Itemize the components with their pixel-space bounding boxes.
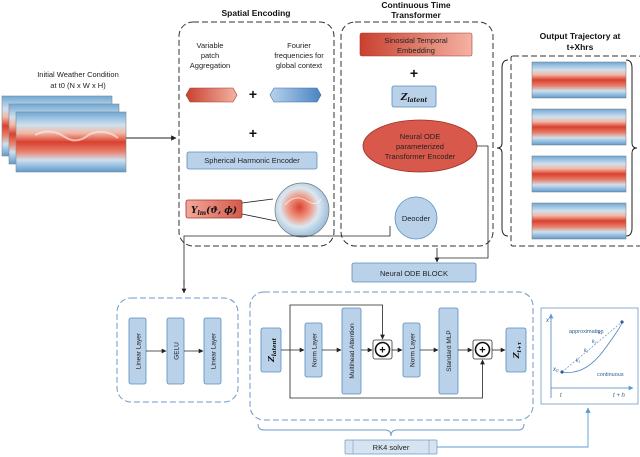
inset-k3: k₃ <box>592 339 597 345</box>
plus-icon-1: + <box>249 86 257 102</box>
linear-layer-2 <box>203 317 222 385</box>
ode-encoder-connector <box>437 145 489 259</box>
neural-ode-block-label: Neural ODE BLOCK <box>380 269 448 278</box>
spatial-encoding-title: Spatial Encoding <box>222 8 291 18</box>
inset-k2: k₂ <box>584 348 589 354</box>
z-latent-label: Zlatent <box>400 93 428 104</box>
input-map-3 <box>15 111 127 173</box>
decoder-connector <box>183 226 391 287</box>
inset-k1: k₁ <box>576 358 581 364</box>
temporal-label-line1: Sinosidal Temporal <box>384 36 448 45</box>
input-title-line2: at t0 (N x W x H) <box>50 81 106 90</box>
residual-skip-1 <box>289 304 385 350</box>
decoder-mlp-panel <box>116 297 239 403</box>
input-weather-stack <box>1 95 127 173</box>
residual-skip-2 <box>289 350 485 399</box>
add-icon-2 <box>474 341 491 358</box>
sinusoidal-temporal-embedding <box>359 32 473 57</box>
ylm-to-globe-line-2 <box>241 213 277 222</box>
temporal-label-line2: Embedding <box>397 46 435 55</box>
inset-x0-label: x₀ <box>552 367 559 373</box>
ode-label-line1: Neural ODE <box>400 132 440 141</box>
inset-k4: k₄ <box>598 330 603 336</box>
output-title-line2: t+Xhrs <box>567 42 594 52</box>
multihead-attention <box>341 307 362 395</box>
solver-brace <box>257 423 525 437</box>
ylm-function-box <box>185 199 243 219</box>
inset-x-label: x <box>545 318 550 324</box>
fourier-label-line3: global context <box>276 61 323 70</box>
decoder-node <box>394 196 438 240</box>
linear-layer-2-label: Linear Layer <box>211 332 218 369</box>
norm-layer-2-label: Norm Layer <box>410 332 417 367</box>
add-icon-1 <box>374 341 391 358</box>
patch-aggregation-block <box>185 87 238 103</box>
output-trajectory-panel <box>510 55 640 247</box>
inset-x0-point <box>560 370 564 374</box>
plus-icon-3: + <box>410 65 418 81</box>
z-output-label: Zt+τ <box>511 341 523 359</box>
ode-label-line3: Transformer Encoder <box>385 152 456 161</box>
inset-th-label: t + h <box>613 393 626 399</box>
fourier-label-line1: Fourier <box>287 41 311 50</box>
z-latent-input-label: Zlatent <box>266 338 278 364</box>
solver-to-inset-arrow <box>437 407 591 448</box>
standard-mlp <box>438 307 459 395</box>
input-title-line1: Initial Weather Condition <box>37 70 119 79</box>
z-latent-box <box>391 85 437 108</box>
output-map-4 <box>531 202 627 240</box>
transformer-title-line1: Continuous Time <box>381 0 451 10</box>
output-title-line1: Output Trajectory at <box>540 31 621 41</box>
transformer-block-panel <box>249 291 534 421</box>
output-map-1 <box>531 61 627 99</box>
rk4-solver-label: RK4 solver <box>373 443 410 452</box>
ylm-label: Ylm(ϑ, ϕ) <box>191 205 237 217</box>
patch-label-line1: Variable <box>197 41 224 50</box>
gelu-layer-label: GELU <box>174 342 181 360</box>
spherical-harmonic-encoder <box>186 151 318 170</box>
fourier-label-line2: frequencies for <box>274 51 324 60</box>
ylm-to-globe-line-1 <box>241 198 274 204</box>
output-right-brace <box>625 59 638 237</box>
z-latent-input <box>260 327 282 373</box>
patch-label-line3: Aggregation <box>190 61 230 70</box>
standard-mlp-label: Standard MLP <box>446 330 453 372</box>
inset-end-point <box>620 320 624 324</box>
decoder-label: Deocder <box>402 214 431 223</box>
norm-layer-1-label: Norm Layer <box>312 332 319 367</box>
ode-label-line2: parameterized <box>396 142 444 151</box>
linear-layer-1-label: Linear Layer <box>136 332 143 369</box>
transformer-title-line2: Transformer <box>391 10 441 20</box>
output-map-3 <box>531 155 627 193</box>
inset-t-label: t <box>560 393 562 399</box>
output-map-2 <box>531 108 627 146</box>
neural-ode-block <box>351 262 477 283</box>
z-output <box>505 327 527 373</box>
add-symbol-1: + <box>379 345 385 357</box>
multihead-attention-label: Multihead Attention <box>349 323 356 379</box>
inset-continuous-curve <box>561 321 623 373</box>
transformer-panel <box>340 21 494 247</box>
inset-approximation-line <box>561 321 623 373</box>
fourier-frequency-block <box>269 87 322 103</box>
spherical-harmonic-label: Spherical Harmonic Encoder <box>204 156 300 165</box>
output-map-stack <box>531 61 627 240</box>
patch-label-line2: patch <box>201 51 219 60</box>
output-left-brace <box>496 59 509 237</box>
inset-approx-label: approximation <box>569 329 604 335</box>
add-symbol-2: + <box>479 345 485 357</box>
inset-continuous-label: continuous <box>597 372 624 378</box>
plus-icon-2: + <box>249 125 257 141</box>
spatial-encoding-panel <box>178 21 335 247</box>
spherical-harmonic-globe <box>274 182 330 238</box>
